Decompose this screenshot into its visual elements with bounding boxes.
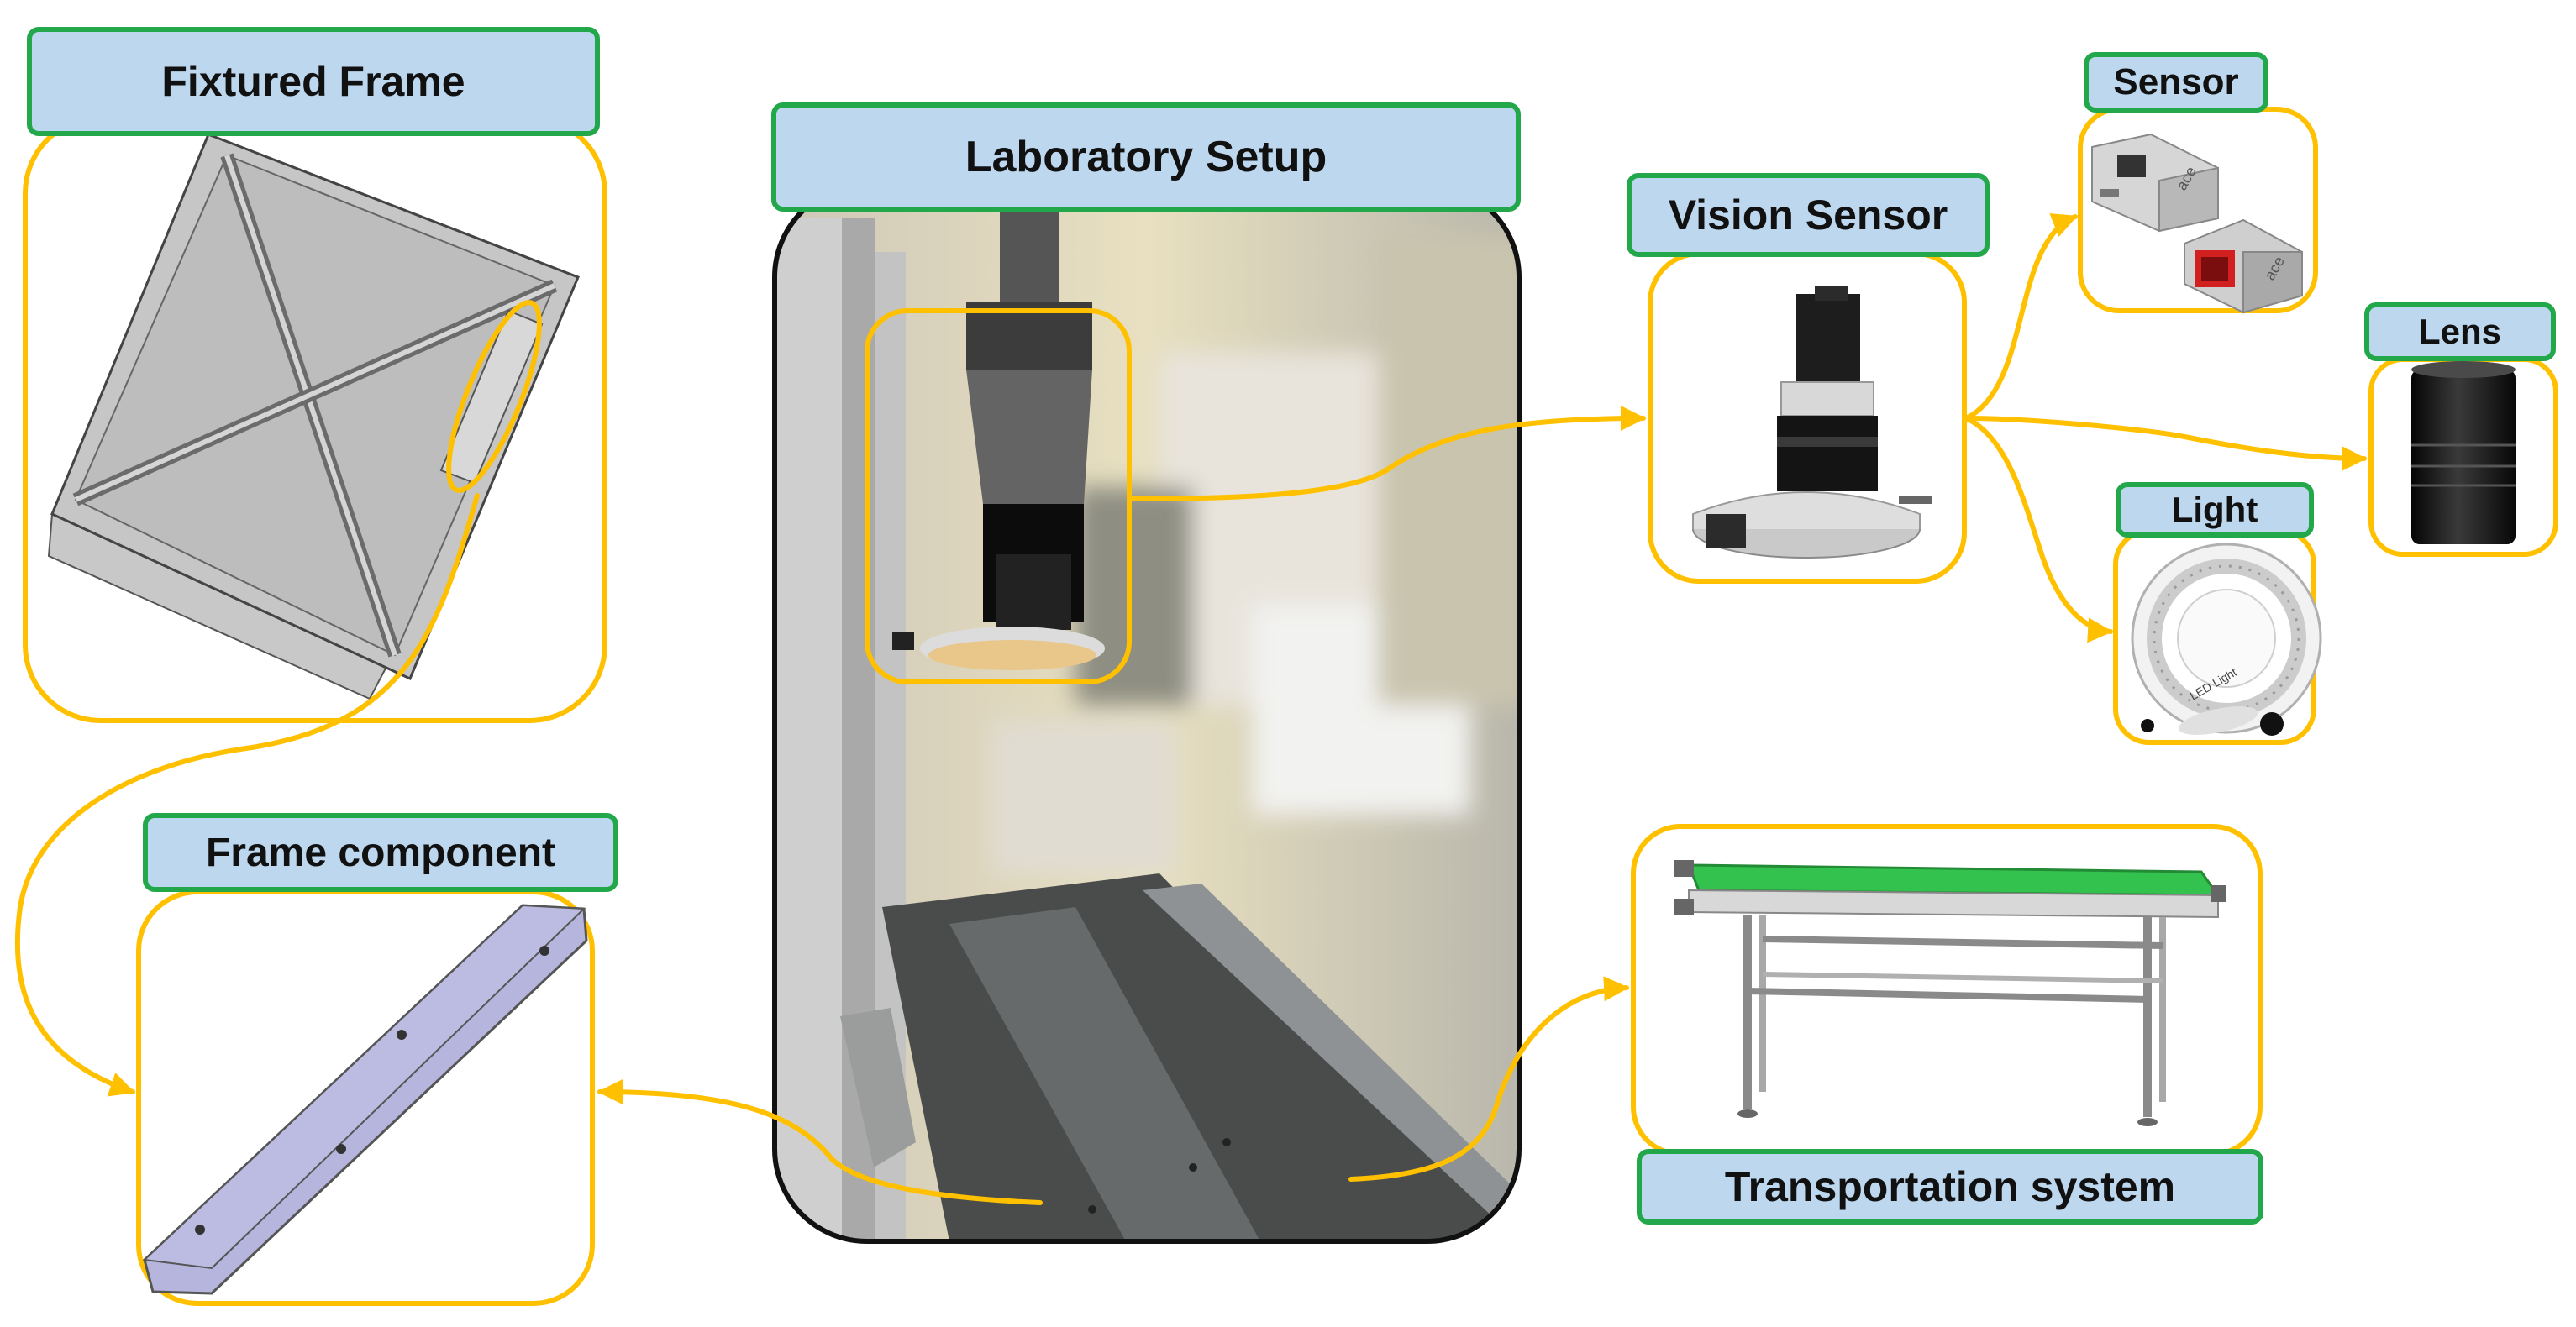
connector-vision-to-light	[1964, 416, 2113, 643]
laboratory-setup-photo	[772, 182, 1522, 1244]
frame-component-drawing	[142, 904, 588, 1295]
fixtured-frame-drawing	[47, 133, 580, 700]
lens-title: Lens	[2364, 302, 2556, 361]
frame-component-highlight	[446, 300, 542, 493]
vision-sensor-title: Vision Sensor	[1627, 173, 1990, 257]
transportation-system-title: Transportation system	[1637, 1149, 2263, 1225]
vision-sensor-assembly	[1692, 286, 1932, 559]
connector-vision-to-sensor	[1964, 213, 2078, 421]
frame-component-title: Frame component	[143, 813, 618, 892]
connector-setup-to-vision-sensor	[1127, 406, 1646, 501]
laboratory-setup-title: Laboratory Setup	[771, 102, 1521, 212]
conveyor-drawing	[1674, 860, 2226, 1126]
lens-body	[2411, 361, 2516, 544]
connector-lines	[14, 213, 2367, 1205]
connector-vision-to-lens	[1964, 416, 2367, 471]
ring-light-icon	[2131, 543, 2322, 736]
sensor-title: Sensor	[2084, 52, 2268, 113]
fixtured-frame-title: Fixtured Frame	[27, 27, 600, 136]
connector-setup-to-transportation	[1348, 976, 1629, 1182]
connector-setup-to-frame-component	[597, 1079, 1043, 1205]
connector-fixtured-to-frame-component	[14, 493, 480, 1097]
sensor-camera-icons	[2091, 133, 2303, 314]
light-title: Light	[2116, 482, 2314, 538]
